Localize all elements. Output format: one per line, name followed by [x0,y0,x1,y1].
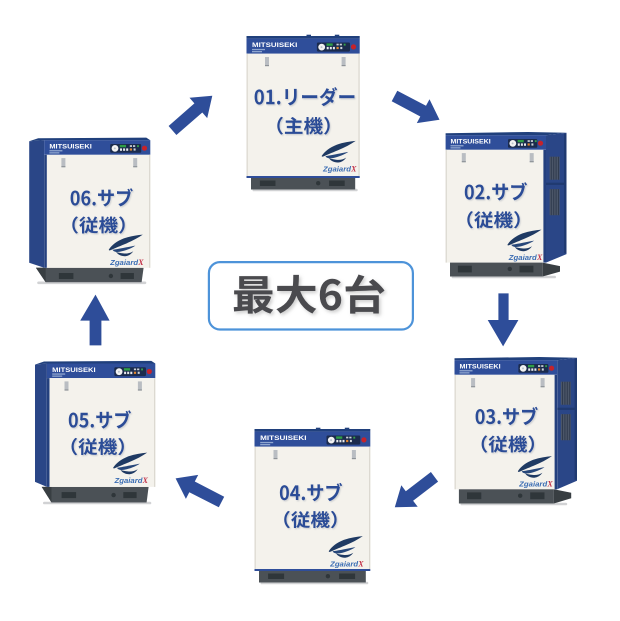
svg-text:MITSUISEKI: MITSUISEKI [451,139,492,146]
svg-text:Zgaiard: Zgaiard [109,260,139,267]
svg-text:Zgaiard: Zgaiard [518,482,548,489]
svg-text:X: X [357,560,364,569]
svg-text:Zgaiard: Zgaiard [113,478,143,485]
svg-text:MITSUISEKI: MITSUISEKI [52,367,96,374]
svg-text:Zgaiard: Zgaiard [322,166,352,173]
svg-text:MITSUISEKI: MITSUISEKI [460,364,501,371]
svg-text:X: X [142,476,149,485]
svg-text:MITSUISEKI: MITSUISEKI [252,42,298,49]
svg-text:X: X [350,164,357,173]
svg-text:MITSUISEKI: MITSUISEKI [260,435,307,442]
svg-text:X: X [536,253,543,262]
svg-text:X: X [546,480,553,489]
svg-text:X: X [137,258,144,267]
svg-text:Zgaiard: Zgaiard [508,255,538,262]
svg-text:Zgaiard: Zgaiard [329,562,359,569]
svg-text:MITSUISEKI: MITSUISEKI [49,144,92,151]
